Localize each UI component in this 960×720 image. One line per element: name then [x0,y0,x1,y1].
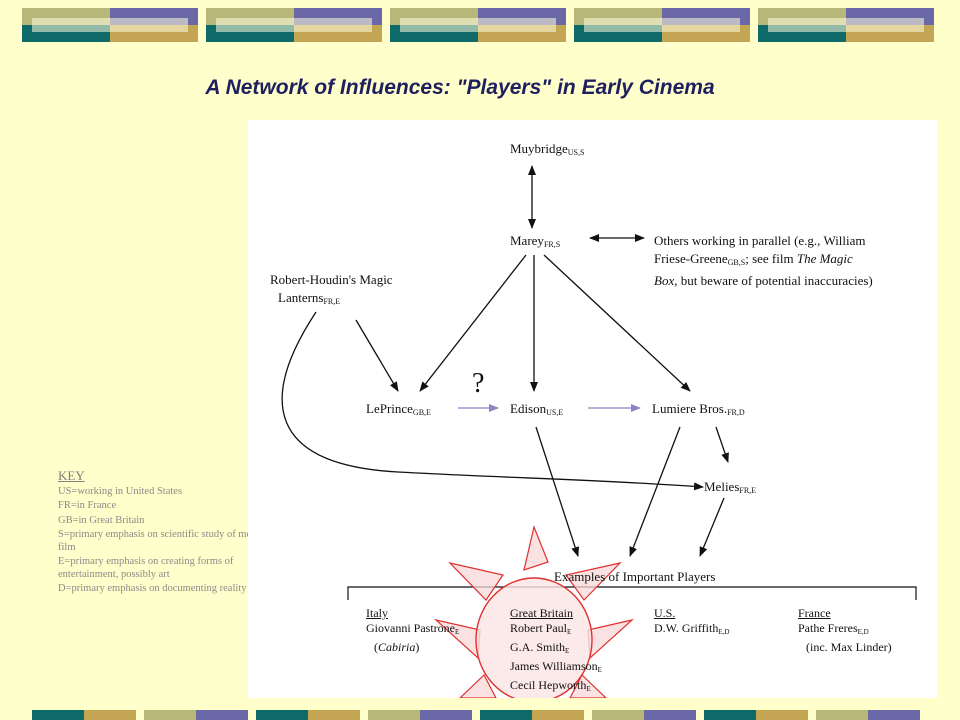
key-line: GB=in Great Britain [58,514,145,526]
key-line: S=primary emphasis on scientific study o… [58,529,271,553]
arrow-melies-players [699,497,725,557]
column-header: France [798,606,831,620]
arrow-marey-leprince [419,254,527,392]
node-others-in-parallel: Others working in parallel (e.g., Willia… [654,233,873,288]
arrow-edison-players [535,426,580,557]
band-tile [390,8,566,42]
bottom-decorative-band [0,710,960,720]
sun-highlight [433,525,635,698]
band-tile [758,8,934,42]
players-column-italy: Italy Giovanni PastroneE (Cabiria) [366,606,460,654]
sun-ray [569,674,607,698]
players-column-france: France Pathe FreresE,D (inc. Max Linder) [798,606,892,654]
node-leprince: LePrinceGB,E [366,401,431,417]
key-line: US=working in United States [58,485,183,497]
node-edison: EdisonUS,E [510,401,564,417]
key-legend: KEY US=working in United States FR=in Fr… [58,468,278,598]
band-tile [22,8,198,42]
column-header: Great Britain [510,606,573,620]
sun-ray [523,525,549,571]
question-mark: ? [472,368,485,399]
sun-circle [475,577,593,698]
key-title: KEY [58,468,85,483]
band-tile [574,8,750,42]
key-line: D=primary emphasis on documenting realit… [58,583,247,594]
node-robert-houdin-lanterns: Robert-Houdin's Magic LanternsFR,E [270,272,393,306]
players-bracket [347,586,917,600]
arrow-houdin-melies [281,311,704,491]
column-header: U.S. [654,606,676,620]
node-muybridge: MuybridgeUS,S [510,141,585,157]
sun-ray [564,561,622,601]
top-decorative-band [0,0,960,50]
key-line: E=primary emphasis on creating forms of … [58,556,234,580]
node-melies: MeliesFR,E [704,479,757,495]
influence-diagram: MuybridgeUS,S MareyFR,S Others working i… [248,120,937,698]
arrow-marey-lumiere [543,254,691,392]
arrow-lumiere-players [629,426,681,557]
key-line: FR=in France [58,500,117,511]
arrow-houdin-leprince [355,319,399,392]
sun-ray [459,674,497,698]
arrow-lumiere-melies [715,426,729,463]
players-column-us: U.S. D.W. GriffithE,D [654,606,730,636]
node-marey: MareyFR,S [510,233,561,249]
sun-ray [448,561,504,601]
slide-title: A Network of Influences: "Players" in Ea… [205,76,715,99]
node-lumiere-bros: Lumiere Bros.FR,D [652,401,745,417]
players-column-great-britain: Great Britain Robert PaulE G.A. SmithE J… [510,606,602,693]
players-heading: Examples of Important Players [554,569,716,584]
column-header: Italy [366,606,388,620]
band-tile [206,8,382,42]
diagram-connectors [281,165,917,698]
